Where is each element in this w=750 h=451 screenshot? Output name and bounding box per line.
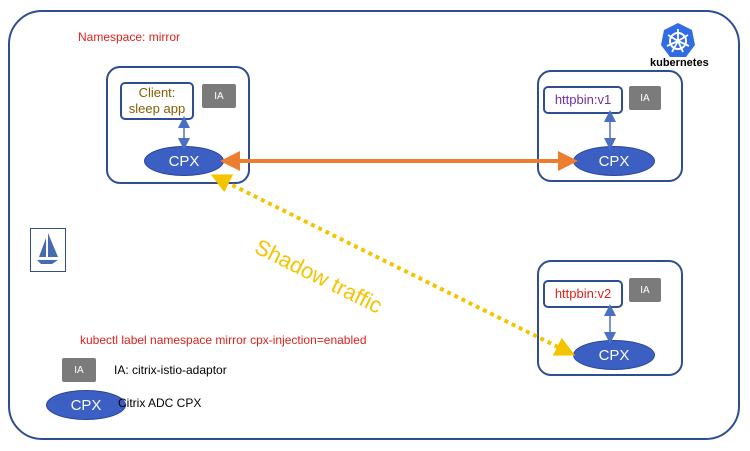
httpbin-v2-ia-box: IA bbox=[629, 278, 661, 302]
legend-ia-box: IA bbox=[62, 358, 96, 382]
client-app-box: Client: sleep app bbox=[120, 82, 194, 120]
namespace-boundary bbox=[8, 10, 740, 440]
httpbin-v2-cpx: CPX bbox=[573, 340, 655, 370]
httpbin-v1-app-box: httpbin:v1 bbox=[543, 86, 623, 114]
legend-cpx-description: Citrix ADC CPX bbox=[118, 396, 202, 410]
client-ia-box: IA bbox=[202, 84, 236, 108]
httpbin-v1-ia-box: IA bbox=[629, 86, 661, 110]
shadow-traffic-arrow bbox=[210, 174, 576, 356]
legend-ia-description: IA: citrix-istio-adaptor bbox=[114, 363, 227, 377]
istio-icon bbox=[30, 228, 66, 272]
command-text: kubectl label namespace mirror cpx-injec… bbox=[80, 333, 367, 347]
kubernetes-icon bbox=[660, 22, 696, 58]
kubernetes-label: kubernetes bbox=[650, 57, 709, 69]
client-cpx: CPX bbox=[144, 146, 224, 176]
legend-cpx: CPX bbox=[46, 390, 126, 420]
namespace-label: Namespace: mirror bbox=[78, 30, 181, 44]
